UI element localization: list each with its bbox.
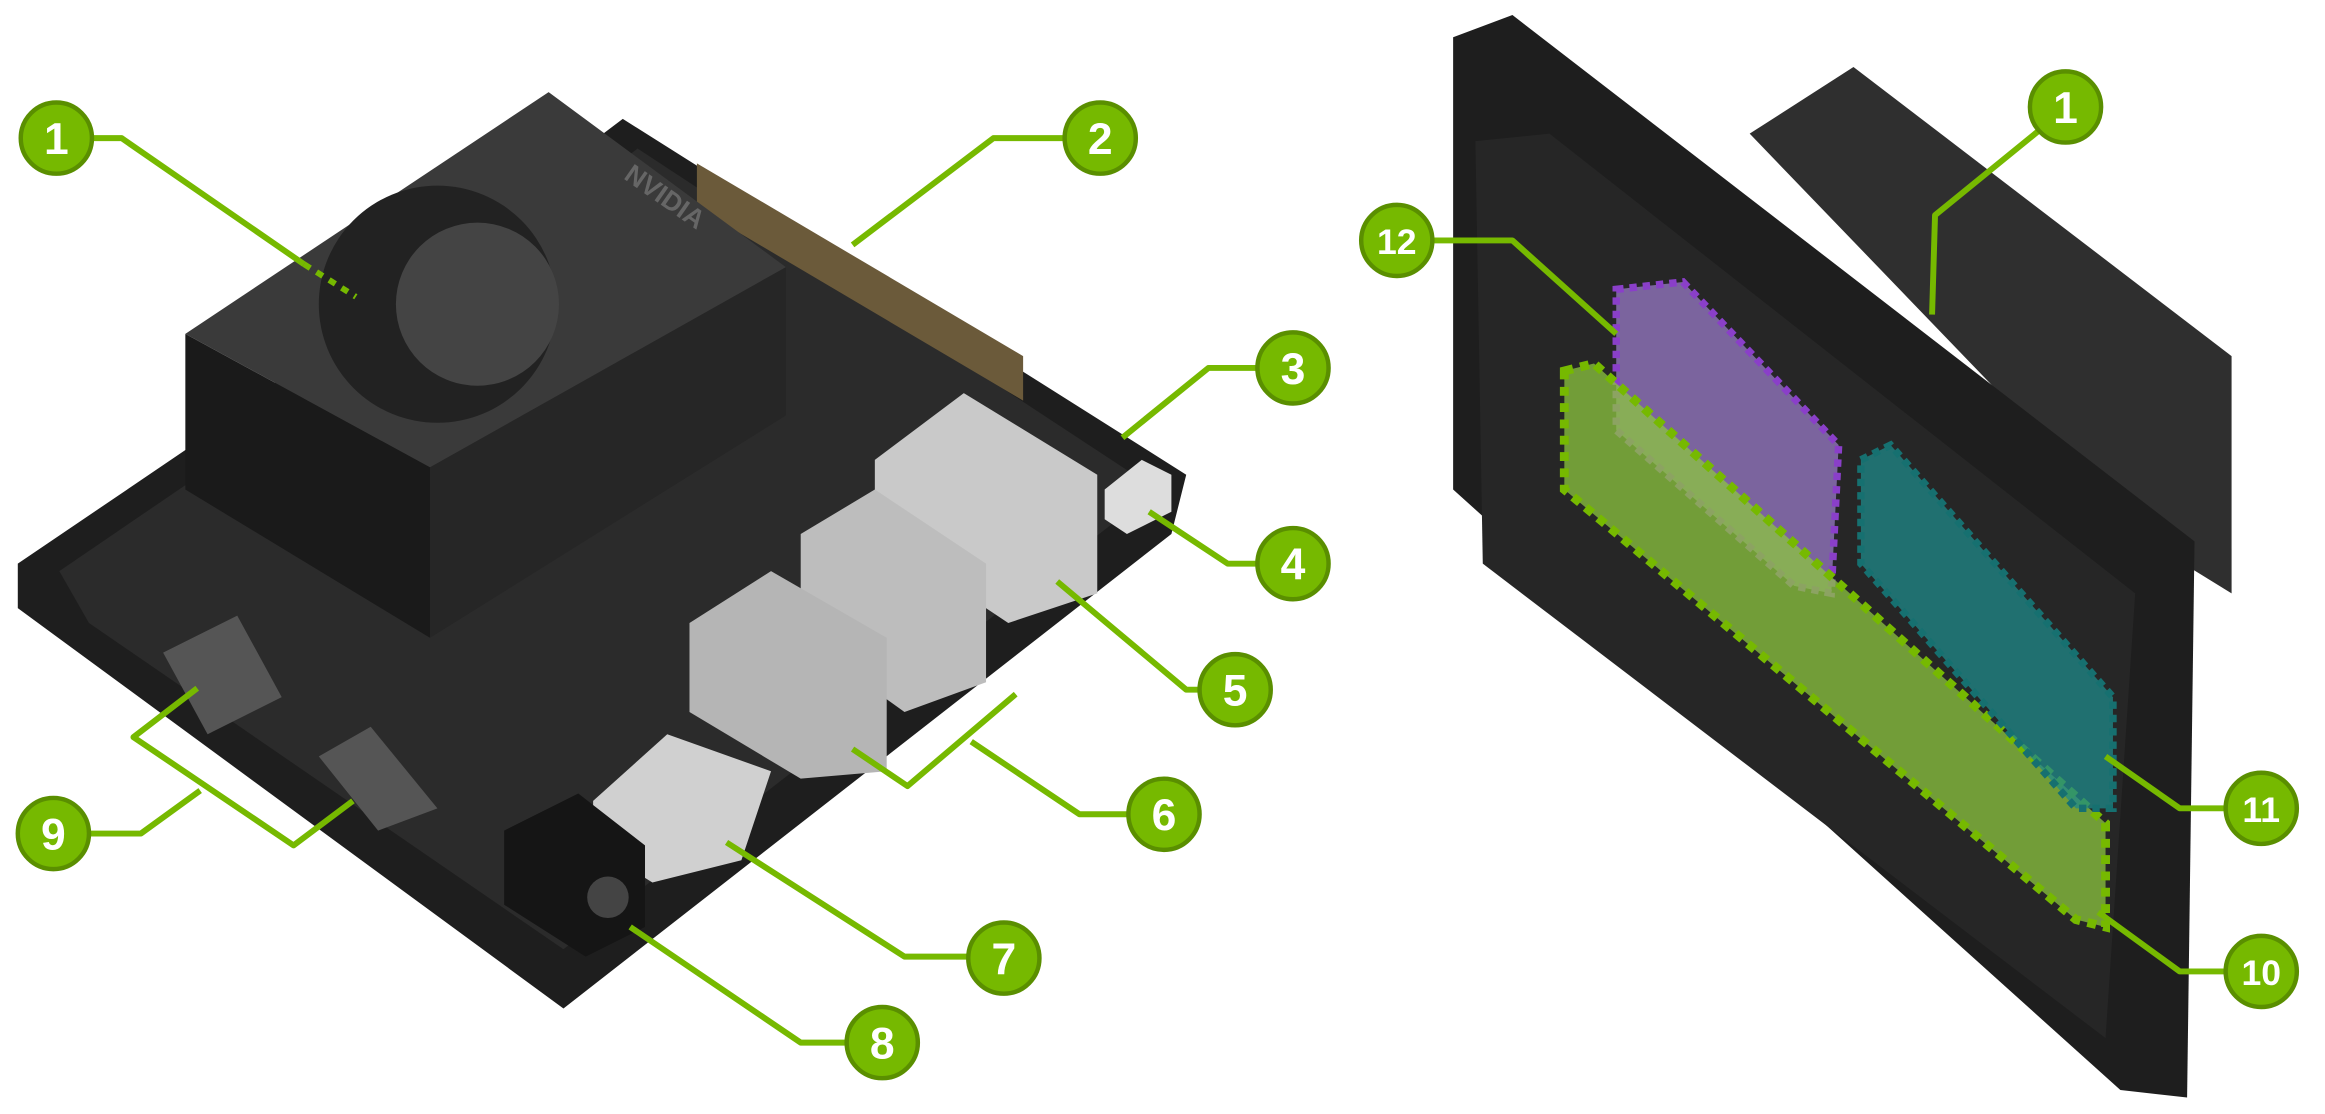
m2-slot-keym-2280	[1559, 358, 2110, 933]
m2-slot-keye-wifi	[1857, 440, 2117, 813]
callout-2: 2	[1062, 100, 1139, 176]
callout-5: 5	[1197, 651, 1273, 728]
callout-number: 6	[1152, 791, 1177, 840]
callouts: 1 2 3 4 5 6 7 8 9 1 12 11 10	[15, 69, 2300, 1081]
leader-7	[724, 839, 969, 960]
callout-8: 8	[844, 1004, 921, 1081]
gpio-header	[696, 163, 1024, 401]
callout-1-left: 1	[18, 100, 95, 176]
callout-number: 5	[1223, 667, 1248, 716]
heatsink-side	[185, 333, 431, 638]
leader-5	[1055, 579, 1199, 693]
callout-number: 7	[991, 935, 1016, 984]
callout-number: 2	[1088, 115, 1113, 164]
callout-number: 12	[1377, 222, 1417, 262]
callout-9: 9	[15, 795, 92, 872]
callout-3: 3	[1255, 330, 1331, 406]
callout-4: 4	[1255, 525, 1331, 602]
leader-1-left	[88, 135, 306, 267]
callout-7: 7	[966, 920, 1042, 996]
csi-connector-1	[163, 615, 282, 735]
callout-1-right: 1	[2027, 69, 2104, 145]
leader-9-bracket	[130, 685, 355, 849]
callout-number: 1	[2053, 84, 2078, 133]
callout-number: 4	[1281, 541, 1306, 590]
leader-1-left-dotted	[302, 261, 358, 300]
callout-number: 10	[2241, 953, 2281, 993]
leader-1-right	[1929, 128, 2041, 315]
leader-8	[628, 924, 847, 1046]
callout-10: 10	[2223, 933, 2300, 1010]
leader-6	[969, 739, 1130, 818]
usb-ports-lower	[689, 571, 887, 779]
callout-number: 1	[44, 115, 69, 164]
csi-connector-2	[318, 726, 438, 831]
callout-number: 11	[2242, 790, 2280, 830]
leader-lines	[88, 128, 2225, 1046]
callout-number: 9	[41, 811, 66, 860]
leader-6-bracket	[850, 691, 1018, 790]
callout-12: 12	[1358, 202, 1435, 279]
leader-11	[2103, 754, 2225, 812]
callout-number: 8	[870, 1020, 895, 1069]
dev-kit-bottom-view	[1453, 15, 2232, 1098]
leader-2	[850, 135, 1065, 248]
callout-6: 6	[1126, 776, 1202, 853]
heatsink-front	[430, 267, 786, 638]
dev-kit-top-view: NVIDIA	[17, 92, 1187, 1009]
callout-number: 3	[1281, 345, 1306, 394]
fan-hub	[395, 222, 560, 386]
leader-10	[2096, 909, 2225, 975]
leader-12	[1430, 237, 1619, 337]
dc-jack-hole	[587, 876, 629, 919]
leader-3	[1120, 364, 1258, 440]
leader-9	[88, 788, 202, 837]
heatsink-back	[1749, 66, 2232, 594]
callout-11: 11	[2223, 770, 2300, 847]
leader-4	[1147, 509, 1258, 567]
